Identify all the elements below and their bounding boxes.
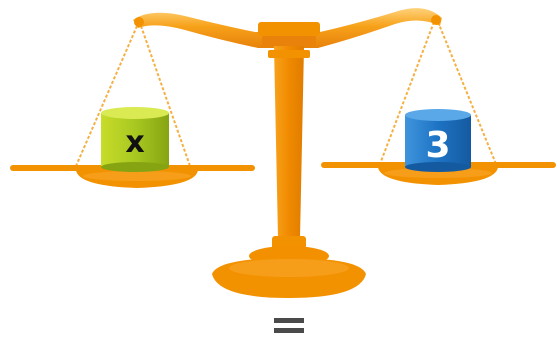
- left-pan: [10, 165, 255, 188]
- left-chains: [75, 25, 191, 167]
- right-chains: [379, 21, 497, 165]
- equals-sign: [274, 318, 304, 333]
- pole-cap: [258, 22, 320, 36]
- left-hook: [134, 17, 144, 27]
- weight-3-label: 3: [425, 125, 450, 166]
- weight-x: x: [101, 107, 169, 172]
- right-hook: [431, 15, 441, 25]
- weight-3: 3: [405, 109, 471, 172]
- scale-pole: [274, 46, 304, 238]
- weight-x-label: x: [125, 125, 144, 160]
